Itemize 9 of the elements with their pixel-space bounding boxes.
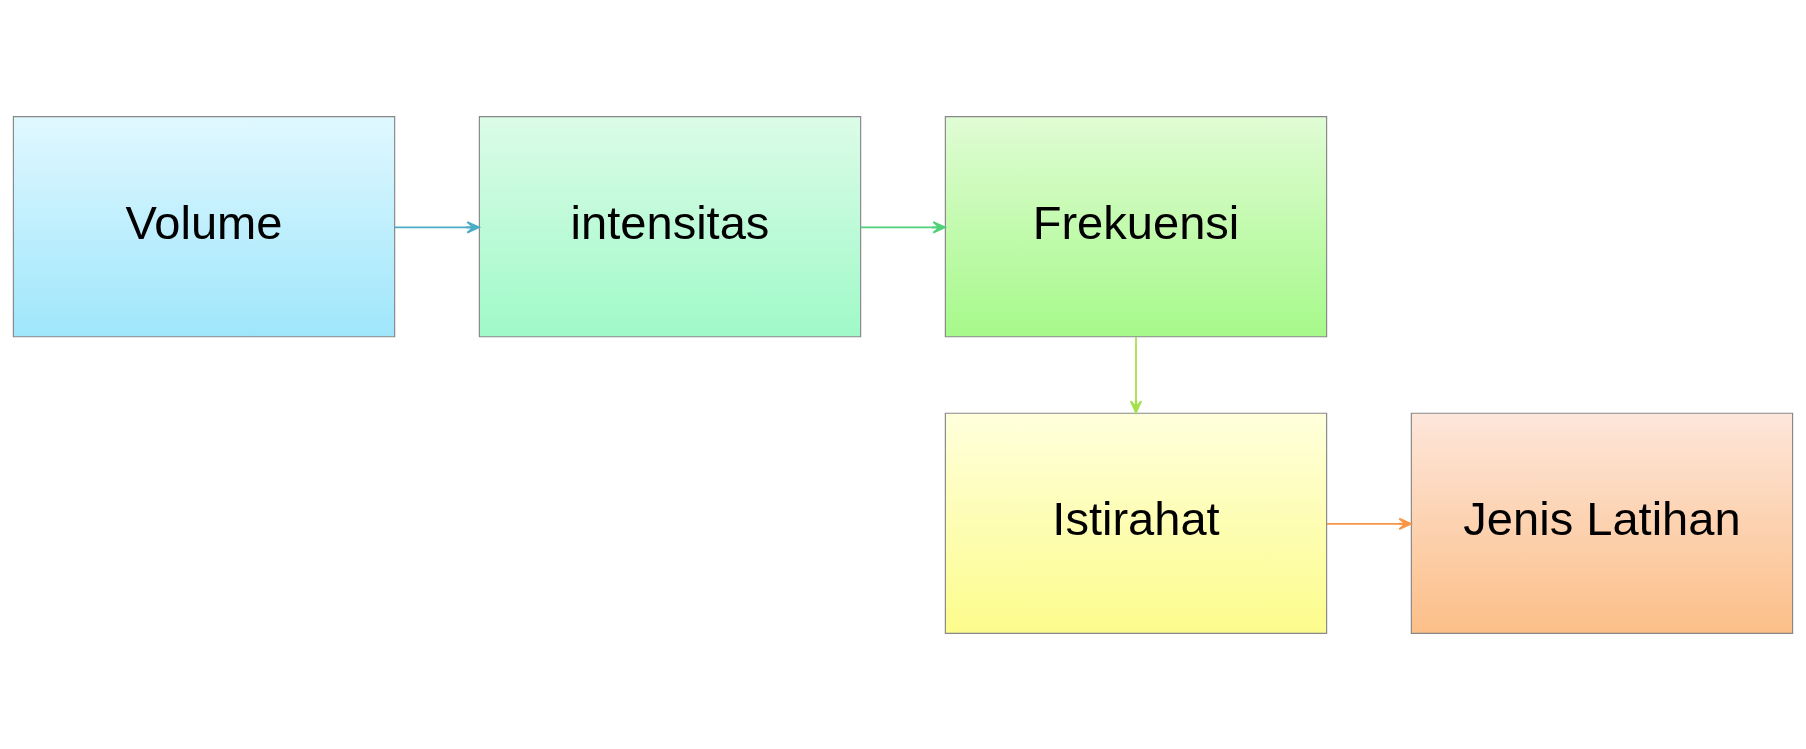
arrow	[1129, 335, 1143, 414]
node-box: intensitas	[478, 115, 862, 337]
node-box: Frekuensi	[944, 115, 1328, 337]
arrow	[860, 220, 946, 233]
arrow	[1326, 517, 1412, 530]
node-box: Jenis Latihan	[1410, 412, 1794, 634]
arrow	[394, 220, 480, 233]
node-box: Istirahat	[944, 412, 1328, 634]
node-box: Volume	[12, 115, 396, 337]
